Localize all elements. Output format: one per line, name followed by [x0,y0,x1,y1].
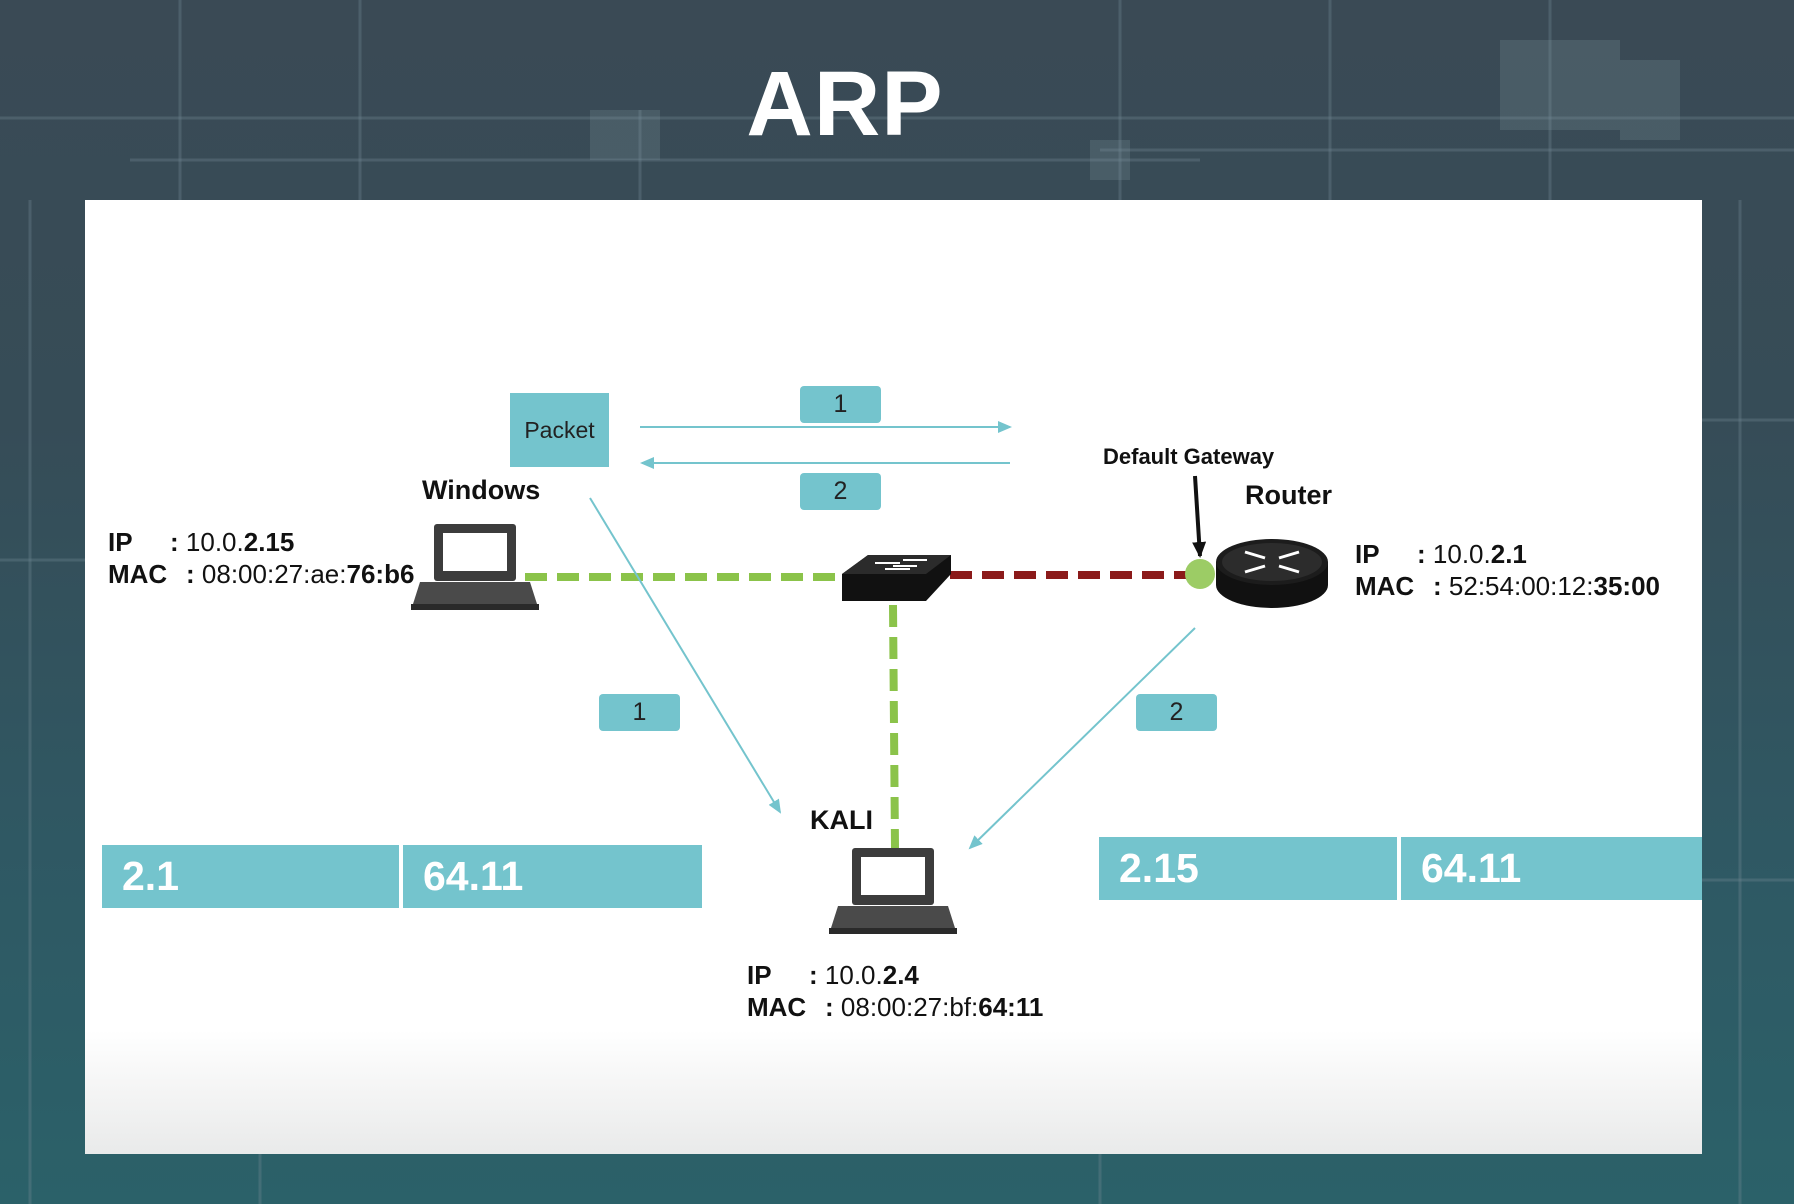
default-gateway-dot [1185,559,1215,589]
link-switch-kali [889,604,899,849]
default-gateway-label: Default Gateway [1103,444,1275,469]
diagram-panel: Packet 1 2 1 2 Default Gateway Windows R… [85,200,1702,1154]
arrow-windows-to-kali [589,497,782,814]
router-address-info: IP: 10.0.2.1 MAC: 52:54:00:12:35:00 [1355,538,1660,602]
kali-mac-sep: : [825,992,834,1022]
kali-ip-key: IP [747,960,772,990]
page-title: ARP [746,53,944,155]
router-label: Router [1245,480,1332,510]
arp-table-left-ip: 2.1 [102,845,399,908]
router-ip-bold: 2.1 [1490,539,1527,569]
windows-label: Windows [422,475,541,505]
kali-laptop-icon [829,848,957,934]
windows-ip-key: IP [108,527,133,557]
kali-address-info: IP: 10.0.2.4 MAC: 08:00:27:bf:64:11 [747,959,1043,1023]
kali-mac-bold: 64:11 [978,992,1044,1022]
kali-mac-key: MAC [747,992,807,1022]
kali-ip-prefix: 10.0. [824,960,883,990]
step-badge-right: 2 [1136,694,1217,731]
windows-ip-bold: 2.15 [243,527,295,557]
router-mac-prefix: 52:54:00:12: [1448,571,1594,601]
router-ip-sep: : [1417,539,1426,569]
windows-mac-key: MAC [108,559,168,589]
packet-label: Packet [510,393,609,467]
windows-mac-prefix: 08:00:27:ae: [201,559,347,589]
network-diagram [210,421,1377,934]
windows-laptop-icon [411,524,539,610]
router-mac-sep: : [1433,571,1442,601]
kali-mac-row: MAC: 08:00:27:bf:64:11 [747,991,1043,1023]
windows-ip-sep: : [170,527,179,557]
step-badge-top-reply: 2 [800,473,881,510]
step-badge-top-request: 1 [800,386,881,423]
arp-table-right-ip: 2.15 [1099,837,1397,900]
arp-table-left-mac: 64.11 [403,845,702,908]
default-gateway-arrow [1192,475,1207,558]
kali-mac-prefix: 08:00:27:bf: [840,992,979,1022]
kali-ip-row: IP: 10.0.2.4 [747,959,1043,991]
switch-icon [842,555,951,601]
router-ip-prefix: 10.0. [1432,539,1491,569]
windows-mac-sep: : [186,559,195,589]
windows-mac-bold: 76:b6 [346,559,415,589]
router-mac-row: MAC: 52:54:00:12:35:00 [1355,570,1660,602]
router-ip-key: IP [1355,539,1380,569]
step-badge-left: 1 [599,694,680,731]
router-icon [1216,539,1328,608]
router-mac-bold: 35:00 [1593,571,1660,601]
arp-table-right-mac: 64.11 [1401,837,1702,900]
windows-ip-row: IP: 10.0.2.15 [108,526,414,558]
router-mac-key: MAC [1355,571,1415,601]
kali-ip-bold: 2.4 [882,960,919,990]
windows-ip-prefix: 10.0. [185,527,244,557]
arrow-router-to-kali [968,627,1196,850]
windows-address-info: IP: 10.0.2.15 MAC: 08:00:27:ae:76:b6 [108,526,414,590]
windows-mac-row: MAC: 08:00:27:ae:76:b6 [108,558,414,590]
kali-label: KALI [810,805,873,835]
kali-ip-sep: : [809,960,818,990]
router-ip-row: IP: 10.0.2.1 [1355,538,1660,570]
